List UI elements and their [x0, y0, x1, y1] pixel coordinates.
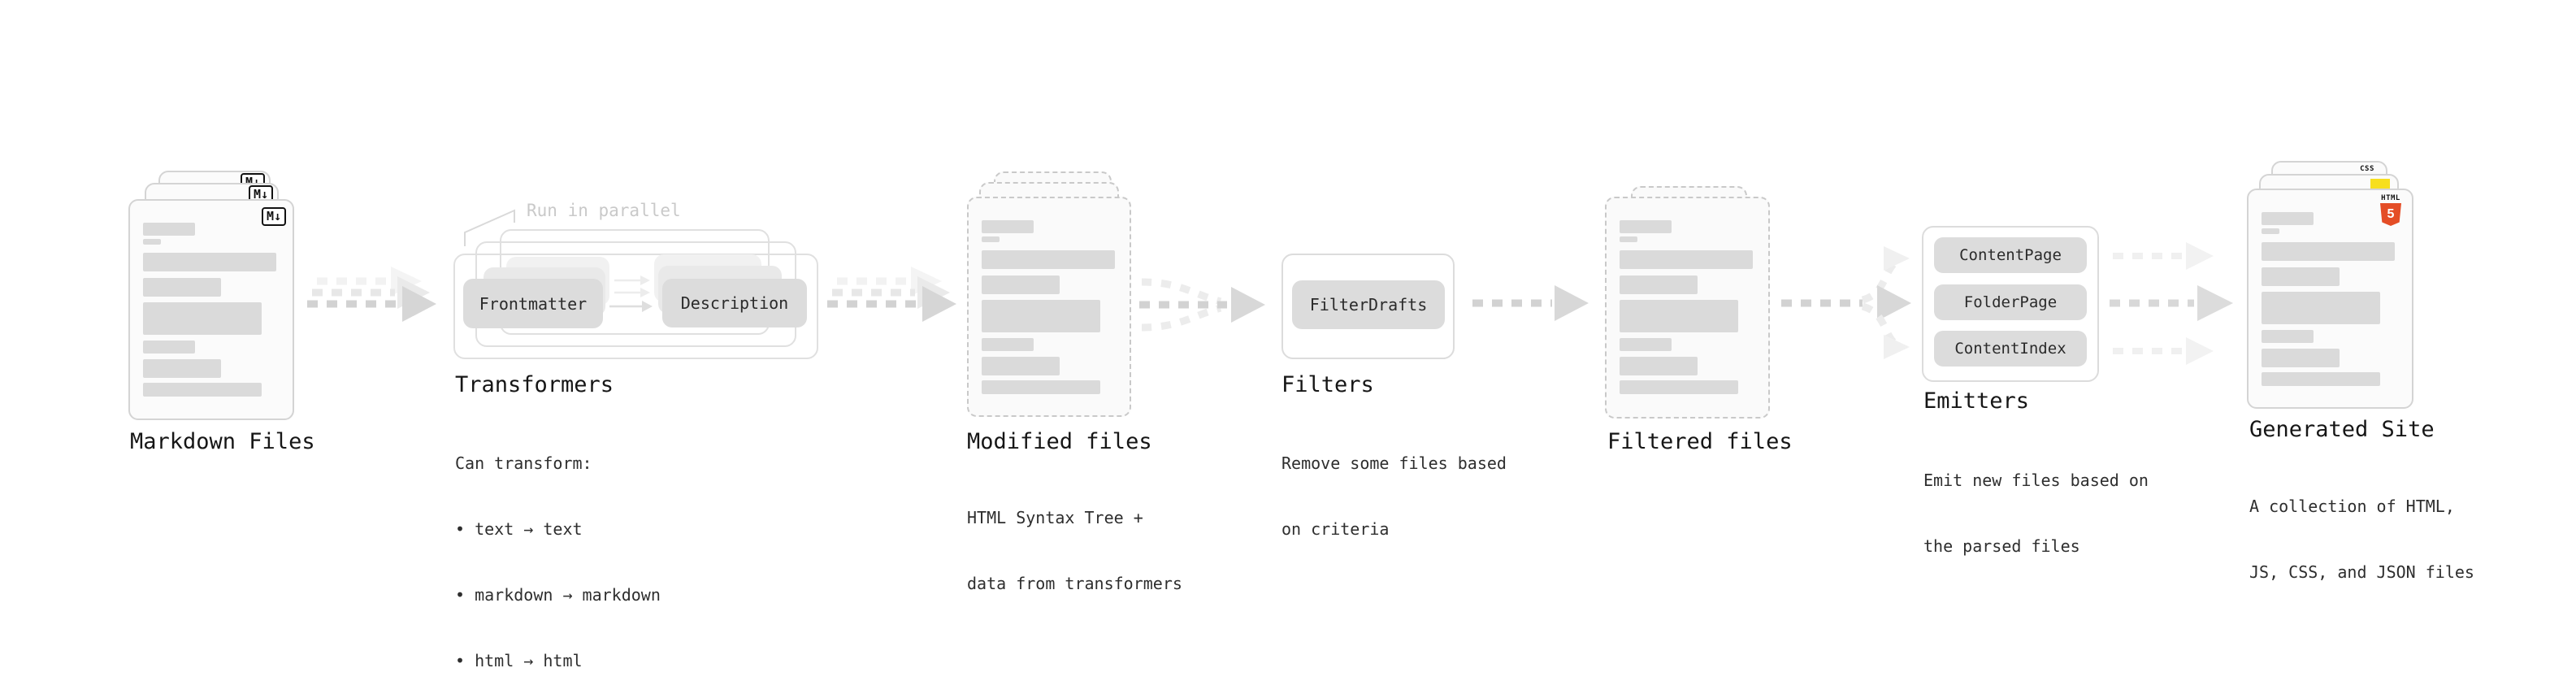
doc-text-bar	[143, 359, 221, 378]
folderpage-pill: FolderPage	[1934, 284, 2087, 320]
transformers-panel-front	[453, 254, 818, 359]
generated-site-label: Generated Site	[2249, 417, 2435, 442]
doc-text-bar	[1620, 250, 1753, 269]
doc-text-bar	[1620, 236, 1637, 242]
filters-description: Remove some files based on criteria	[1281, 409, 1507, 584]
emitters-description: Emit new files based on the parsed files	[1923, 426, 2149, 601]
transformers-bullet: • markdown → markdown	[455, 585, 661, 605]
markdown-files-label: Markdown Files	[130, 429, 315, 454]
doc-text-bar	[1620, 357, 1698, 375]
doc-text-bar	[143, 239, 161, 245]
generated-doc-card-front: HTML 5	[2247, 189, 2413, 409]
doc-text-bar	[2262, 212, 2314, 225]
html5-icon-number: 5	[2387, 207, 2395, 221]
doc-text-bars	[1620, 220, 1753, 394]
generated-site-description: A collection of HTML, JS, CSS, and JSON …	[2249, 452, 2474, 627]
doc-text-bar	[2262, 267, 2340, 286]
html5-icon-label: HTML	[2381, 194, 2400, 202]
doc-text-bar	[2262, 228, 2279, 234]
contentpage-pill: ContentPage	[1934, 237, 2087, 273]
doc-text-bar	[1620, 300, 1738, 332]
emitters-label: Emitters	[1923, 388, 2030, 414]
transformers-description: Can transform: • text → text • markdown …	[455, 409, 661, 681]
doc-text-bars	[982, 220, 1115, 394]
doc-text-bar	[2262, 349, 2340, 367]
flow-arrow-icon	[1472, 285, 1589, 321]
doc-text-bar	[143, 383, 262, 397]
doc-text-bar	[1620, 220, 1672, 233]
css-icon-label: CSS	[2360, 165, 2374, 173]
transformers-bullet: • html → html	[455, 651, 583, 670]
doc-text-bar	[143, 278, 221, 297]
doc-text-bar	[143, 253, 276, 271]
modified-doc-card-front	[967, 197, 1131, 417]
modified-files-desc-line: data from transformers	[967, 574, 1182, 593]
doc-text-bars	[2262, 212, 2395, 386]
filters-desc-line: Remove some files based	[1281, 453, 1507, 473]
filters-label: Filters	[1281, 372, 1374, 397]
modified-files-label: Modified files	[967, 429, 1152, 454]
doc-text-bar	[2262, 330, 2314, 343]
filtered-doc-card-front	[1605, 197, 1770, 419]
doc-text-bar	[982, 338, 1034, 351]
doc-text-bar	[143, 340, 195, 354]
flow-arrow-stacked-icon	[827, 267, 956, 322]
modified-files-description: HTML Syntax Tree + data from transformer…	[967, 463, 1182, 639]
html5-icon: HTML 5	[2379, 194, 2402, 226]
doc-text-bar	[2262, 242, 2395, 261]
filters-desc-line: on criteria	[1281, 519, 1390, 539]
html5-icon-shield: 5	[2380, 203, 2401, 226]
doc-text-bar	[982, 250, 1115, 269]
frontmatter-pill: Frontmatter	[463, 279, 603, 328]
emitters-desc-line: Emit new files based on	[1923, 471, 2149, 490]
description-pill: Description	[662, 279, 807, 327]
generated-site-desc-line: JS, CSS, and JSON files	[2249, 562, 2474, 582]
transformers-bullet: • text → text	[455, 519, 583, 539]
run-in-parallel-annotation: Run in parallel	[527, 201, 681, 220]
filterdrafts-pill: FilterDrafts	[1292, 280, 1445, 329]
merge-arrow-icon	[1139, 278, 1265, 332]
doc-text-bar	[143, 223, 195, 236]
markdown-doc-card-front: M↓	[128, 199, 294, 420]
filtered-files-label: Filtered files	[1607, 429, 1793, 454]
markdown-icon: M↓	[261, 207, 286, 226]
doc-text-bar	[982, 380, 1100, 394]
doc-text-bars	[143, 223, 276, 397]
transformers-label: Transformers	[455, 372, 614, 397]
emitters-desc-line: the parsed files	[1923, 536, 2080, 556]
doc-text-bar	[1620, 380, 1738, 394]
doc-text-bar	[982, 300, 1100, 332]
fanout-arrow-icon	[1781, 246, 1911, 359]
contentindex-pill: ContentIndex	[1934, 331, 2087, 367]
doc-text-bar	[2262, 372, 2380, 386]
modified-files-desc-line: HTML Syntax Tree +	[967, 508, 1143, 527]
doc-text-bar	[1620, 338, 1672, 351]
transformers-desc-title: Can transform:	[455, 453, 592, 473]
doc-text-bar	[143, 302, 262, 335]
flow-arrow-stacked-icon	[307, 267, 436, 322]
doc-text-bar	[982, 220, 1034, 233]
doc-text-bar	[982, 275, 1060, 294]
doc-text-bar	[1620, 275, 1698, 294]
doc-text-bar	[982, 236, 1000, 242]
parallel-arrows-icon	[2110, 242, 2233, 365]
doc-text-bar	[2262, 292, 2380, 324]
generated-site-desc-line: A collection of HTML,	[2249, 497, 2455, 516]
doc-text-bar	[982, 357, 1060, 375]
